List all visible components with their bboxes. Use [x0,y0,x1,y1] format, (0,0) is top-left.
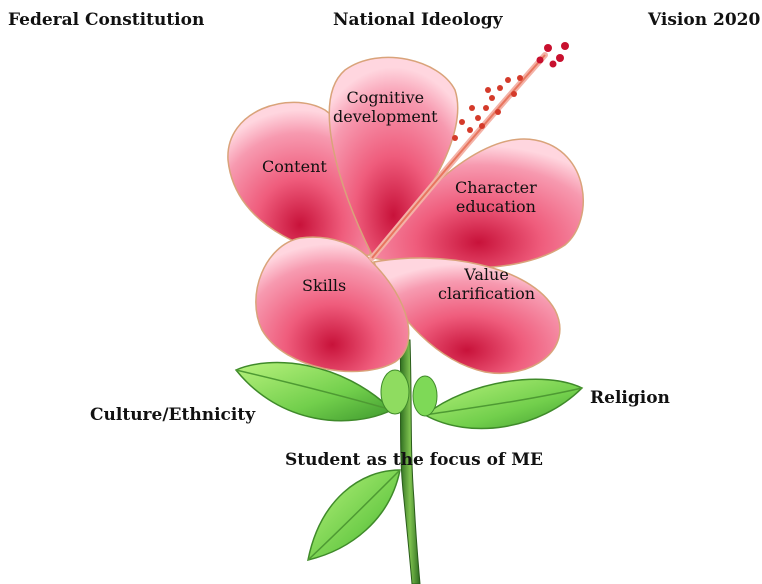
petal-label-value-clarification: Value clarification [438,265,536,303]
leaf-left [234,361,394,422]
top-label-vision-2020: Vision 2020 [648,10,761,30]
petal-label-skills: Skills [302,276,347,295]
petal-value [372,257,561,374]
sepal-buds [380,369,438,417]
stamen [369,42,569,261]
top-label-national-ideology: National Ideology [333,10,503,30]
leaf-bottom [307,469,401,562]
petal-label-cognitive-development: Cognitive development [333,88,438,126]
leaf-label-culture-ethnicity: Culture/Ethnicity [90,405,256,425]
leaf-right [423,378,584,430]
top-label-federal-constitution: Federal Constitution [8,10,205,30]
petal-label-character-education: Character education [455,178,537,216]
petal-skills [255,236,410,373]
petal-label-content: Content [262,157,327,176]
stem-label-student-focus: Student as the focus of ME [285,450,543,470]
leaf-label-religion: Religion [590,388,670,408]
